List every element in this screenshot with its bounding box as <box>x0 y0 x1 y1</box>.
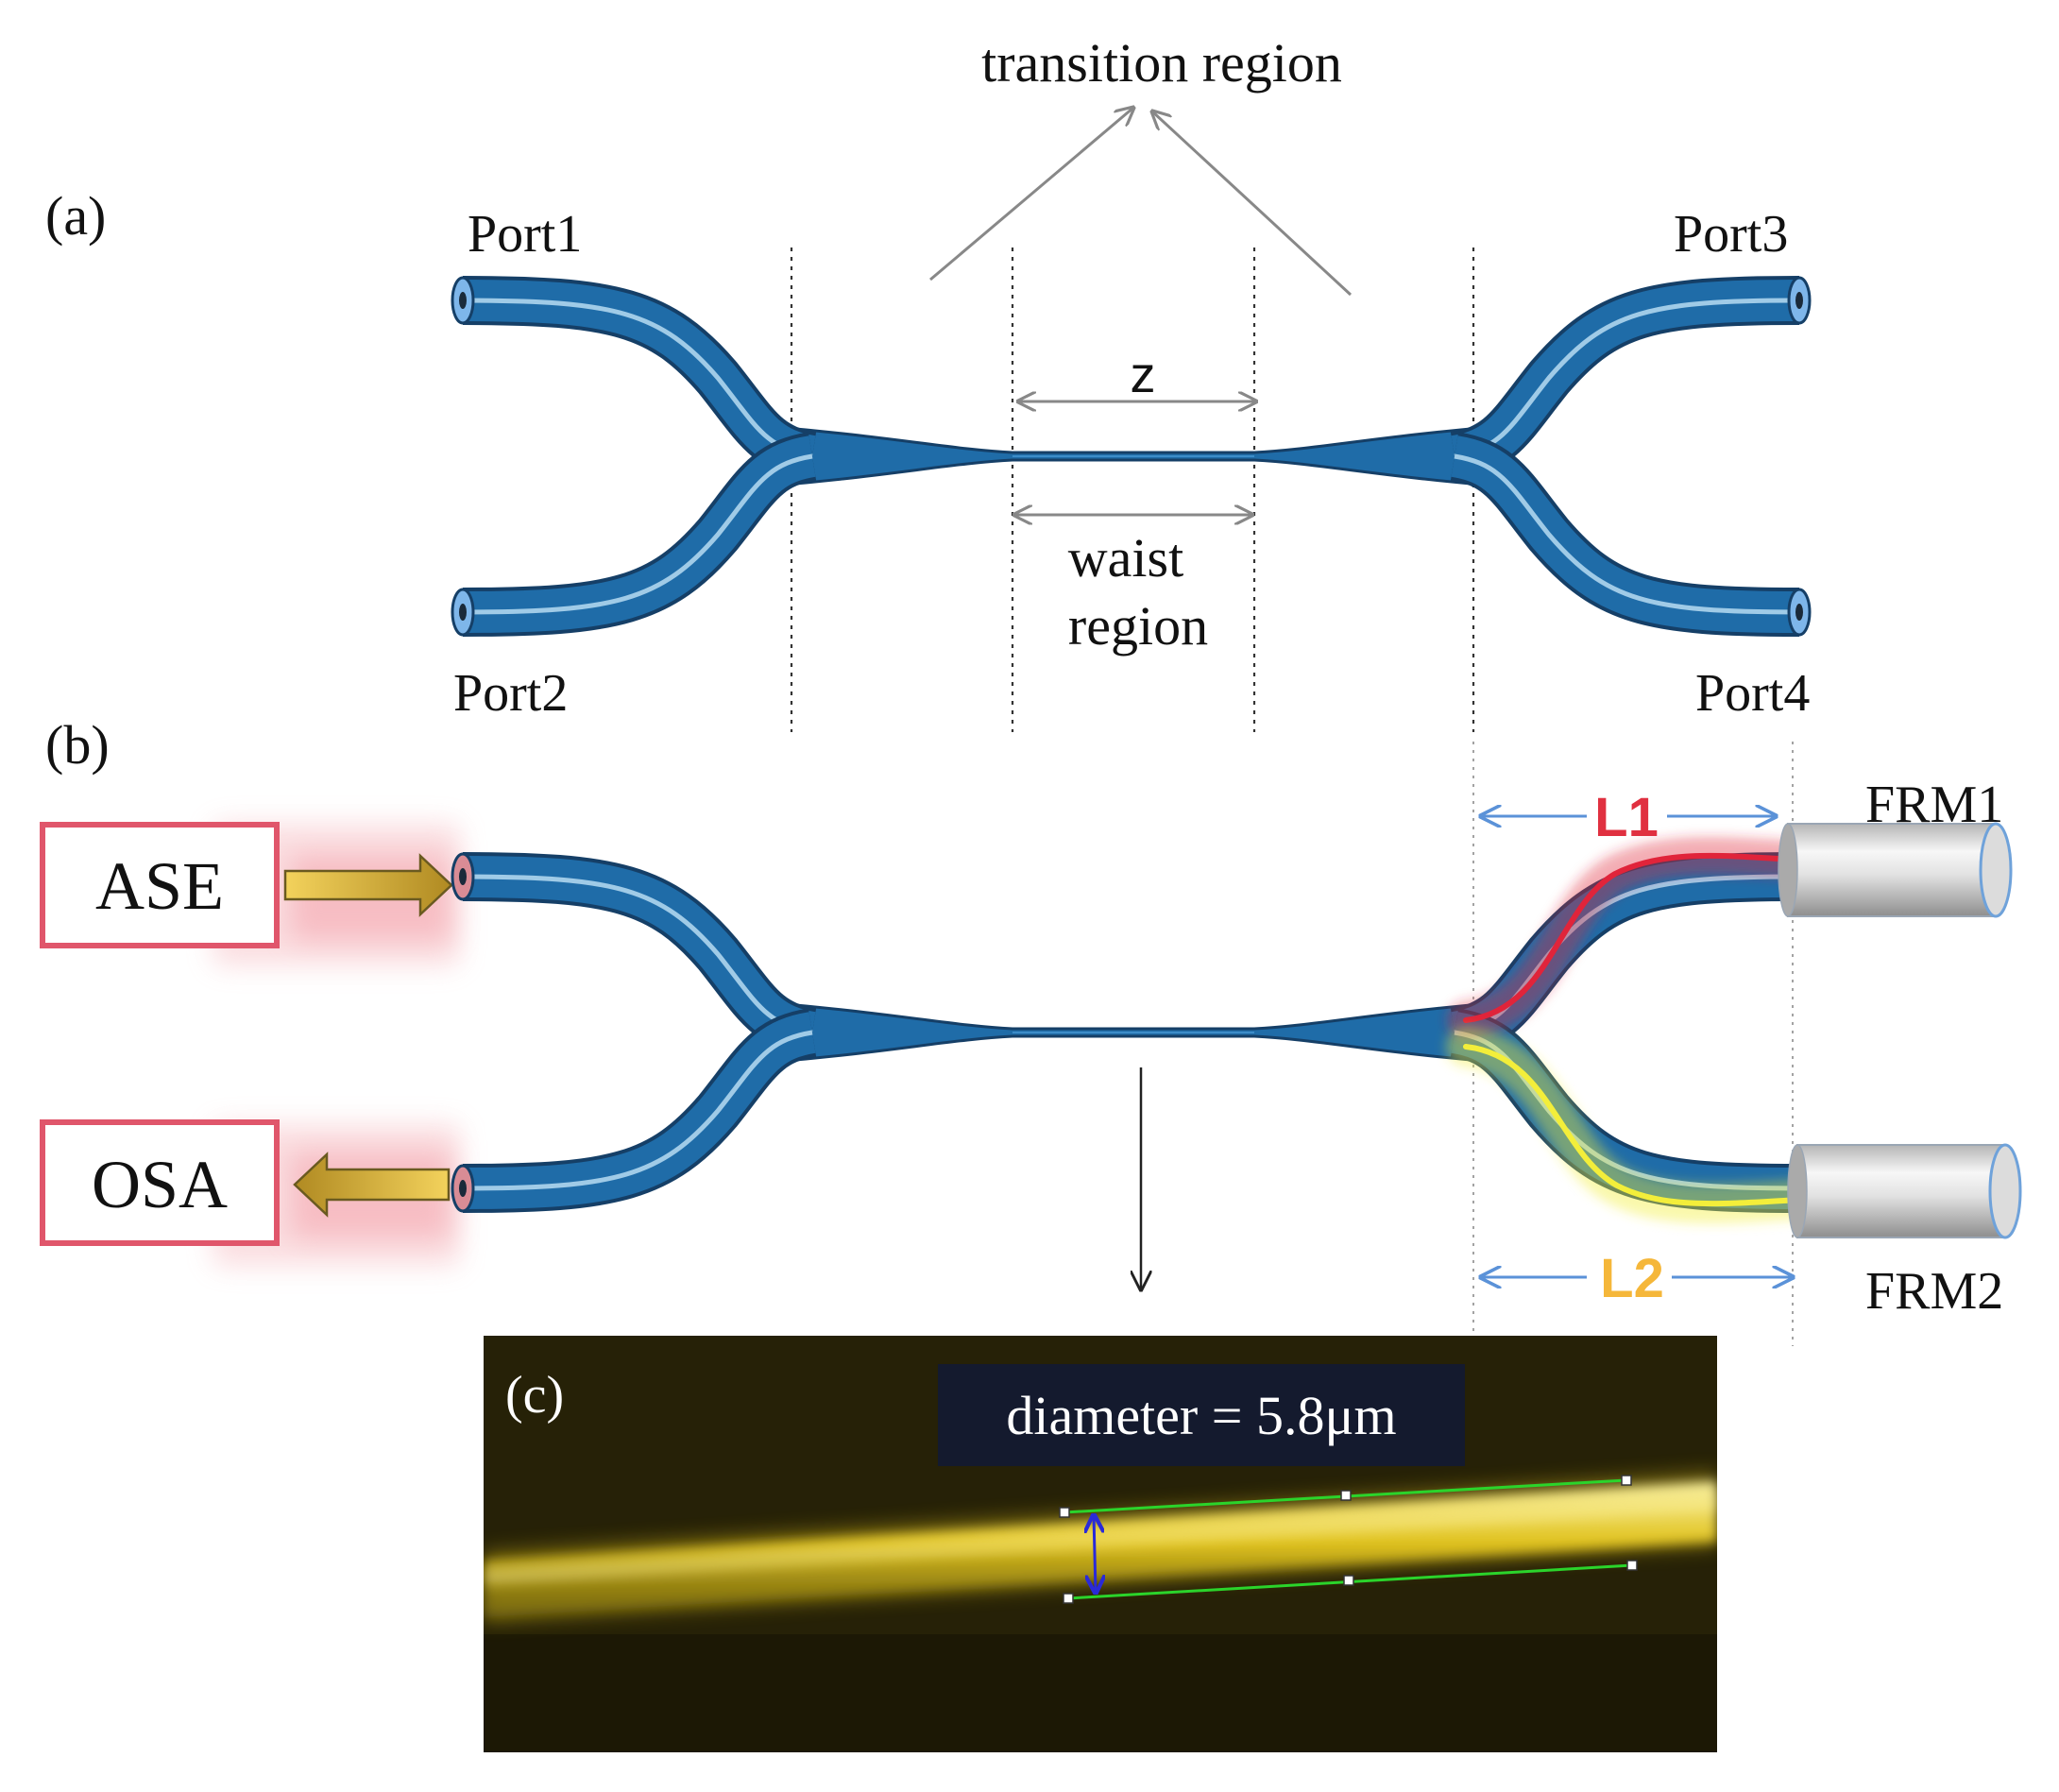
osa-label: OSA <box>92 1147 228 1222</box>
port2-label: Port2 <box>453 664 568 723</box>
l2-label: L2 <box>1600 1248 1664 1309</box>
panel-c-label: (c) <box>505 1366 564 1425</box>
section-dividers-a <box>790 247 1475 732</box>
frm2-mirror <box>1787 1143 2022 1239</box>
port4-label: Port4 <box>1695 664 1810 723</box>
transition-region-label: transition region <box>981 32 1342 94</box>
coupler-a-port-core-3 <box>1795 292 1803 309</box>
frm1-mirror <box>1778 822 2013 918</box>
osa-output-arrow <box>293 1152 451 1218</box>
fused-coupler-a <box>451 276 1812 637</box>
l1-label: L1 <box>1594 787 1659 848</box>
ase-label: ASE <box>95 848 224 924</box>
transition-arrow-left <box>929 108 1133 282</box>
coupler-a-arm-3-core <box>1454 298 1800 459</box>
ase-input-arrow <box>283 853 453 917</box>
panel-c-micrograph: (c) diameter = 5.8μm <box>484 1336 1717 1752</box>
panel-b-label: (b) <box>45 714 110 776</box>
frm2-label: FRM2 <box>1865 1262 2003 1321</box>
port3-label: Port3 <box>1674 205 1788 264</box>
osa-analyzer: OSA <box>40 1119 460 1266</box>
ase-box <box>40 822 280 948</box>
coupler-a-arm-4-core <box>1454 453 1800 615</box>
frm1-label: FRM1 <box>1865 776 2003 834</box>
port1-label: Port1 <box>468 205 582 264</box>
measurement-label: diameter = 5.8μm <box>1006 1385 1396 1446</box>
measurement-label-box <box>938 1364 1465 1466</box>
z-label: z <box>1131 347 1156 403</box>
coupler-b-port-core-1 <box>459 868 467 885</box>
ase-source: ASE <box>40 822 460 965</box>
panel-b: (b) ASE OSA <box>40 714 2022 1346</box>
arm-l2-highlight <box>1446 1027 1819 1224</box>
coupler-a-port-core-2 <box>459 604 467 621</box>
osa-box <box>40 1119 280 1246</box>
diameter-arrow <box>1094 1515 1096 1593</box>
waist-label-line1: waist <box>1068 527 1183 589</box>
panel-a-label: (a) <box>45 185 106 247</box>
coupler-a-port-core-4 <box>1795 604 1803 621</box>
panel-a: (a) transition region z waist region Por… <box>45 32 1812 732</box>
coupler-a-arm-1-core <box>462 298 813 459</box>
coupler-b-port-core-2 <box>459 1180 467 1197</box>
waist-label-line2: region <box>1068 595 1208 657</box>
coupler-b-arm-1-core <box>462 874 813 1035</box>
coupler-a-port-core-1 <box>459 292 467 309</box>
arm-l1-highlight <box>1447 836 1812 1039</box>
coupler-a-arm-2-core <box>462 453 813 615</box>
coupler-b-arm-2-core <box>462 1030 813 1191</box>
measurement-overlay <box>1059 1475 1638 1604</box>
transition-arrow-right <box>1152 111 1353 297</box>
